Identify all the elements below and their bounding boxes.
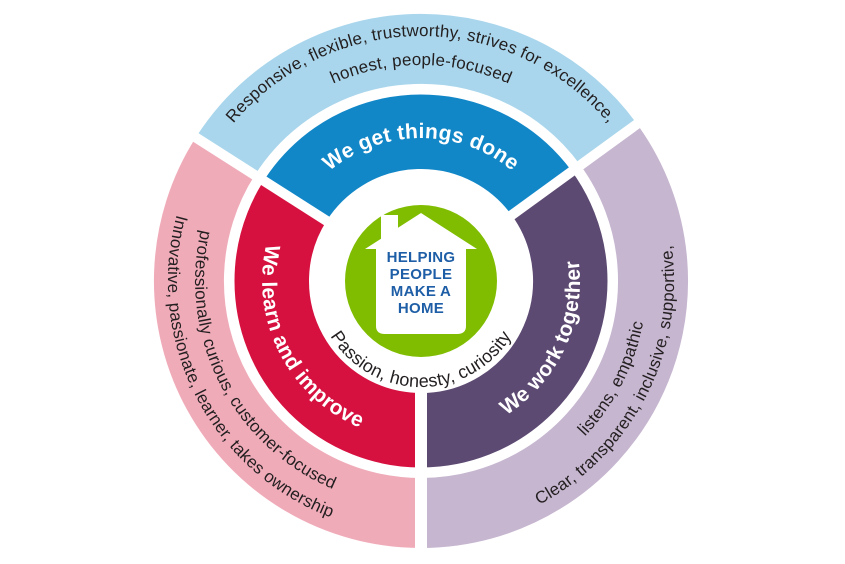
center-heading-line-4: HOME [398, 300, 444, 317]
center-heading-line-1: HELPING [387, 249, 456, 266]
house-icon [365, 213, 477, 334]
inner-segment-top [262, 92, 574, 222]
segment-divider-upper-left [190, 131, 331, 227]
inner-segment-left [233, 180, 422, 469]
inner-segment-right [420, 170, 610, 469]
outer-segment-top [195, 13, 637, 176]
outer-segment-right [420, 124, 689, 548]
segment-divider-upper-right [507, 118, 643, 221]
center-heading-line-3: MAKE A [391, 283, 451, 300]
outer-segment-left [153, 137, 422, 548]
center-heading-line-2: PEOPLE [390, 266, 453, 283]
